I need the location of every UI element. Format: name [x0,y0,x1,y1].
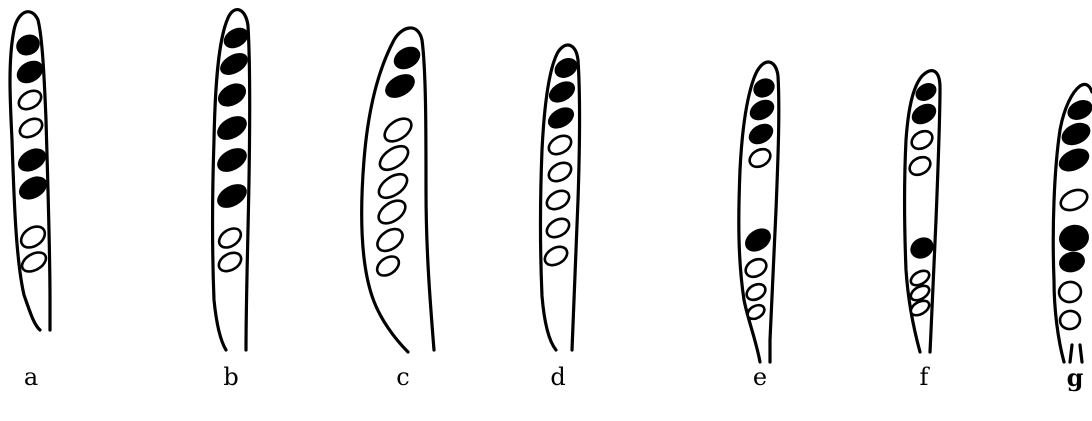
spore [910,101,939,127]
spore [375,169,412,202]
spore [14,32,42,58]
spore [542,243,571,269]
spore [391,44,423,73]
spore [751,76,776,100]
spore [1060,120,1092,148]
ascus-c-spores [373,44,422,280]
ascus-a-label: a [24,363,38,391]
spore [1057,146,1092,175]
spore [748,97,777,123]
spore [381,114,416,146]
ascus-f-label: f [920,363,931,391]
spore [218,50,250,78]
ascus-e: e [739,62,779,391]
spore [222,25,251,51]
spore [742,256,769,281]
ascus-c: c [362,28,434,391]
spore [906,154,933,179]
spore [16,87,45,113]
spore [547,79,578,106]
spore [744,281,768,303]
ascus-b: b [213,10,251,391]
ascus-g-spores [1057,98,1092,331]
spore [908,128,935,153]
spore [546,132,575,158]
spore [908,298,931,318]
spore [1057,223,1090,253]
ascus-e-label: e [753,363,767,391]
ascus-c-label: c [396,363,409,391]
spore [15,145,48,175]
spore [383,71,418,102]
spore [19,249,50,276]
ascus-d-label: d [550,363,565,391]
spore [375,196,410,228]
spore [17,115,46,141]
spore [544,215,573,241]
spore [16,173,49,203]
spore [546,105,577,132]
ascus-g-stalk [1070,345,1082,362]
spore [546,159,575,185]
spore [746,146,773,171]
spore [544,187,573,213]
spore [215,113,250,144]
spore [1058,250,1086,274]
spore [373,225,406,256]
spore [908,235,936,262]
spore [216,225,245,252]
ascus-d: d [541,45,580,391]
spore [17,222,49,252]
spore [1059,309,1082,330]
spore [215,80,248,110]
spore [376,141,413,174]
spore [14,58,46,87]
ascus-a: a [10,12,50,391]
ascus-g: g [1053,84,1092,392]
spore [1057,280,1082,304]
ascus-g-label: g [1067,363,1084,392]
spore [747,121,776,147]
spore [552,56,579,81]
ascus-b-label: b [223,363,238,391]
spore [216,249,245,275]
spore [374,253,403,280]
spore [1058,186,1091,214]
spore [215,145,250,176]
spore [742,225,774,255]
spore [215,181,250,212]
ascus-f: f [905,71,941,391]
